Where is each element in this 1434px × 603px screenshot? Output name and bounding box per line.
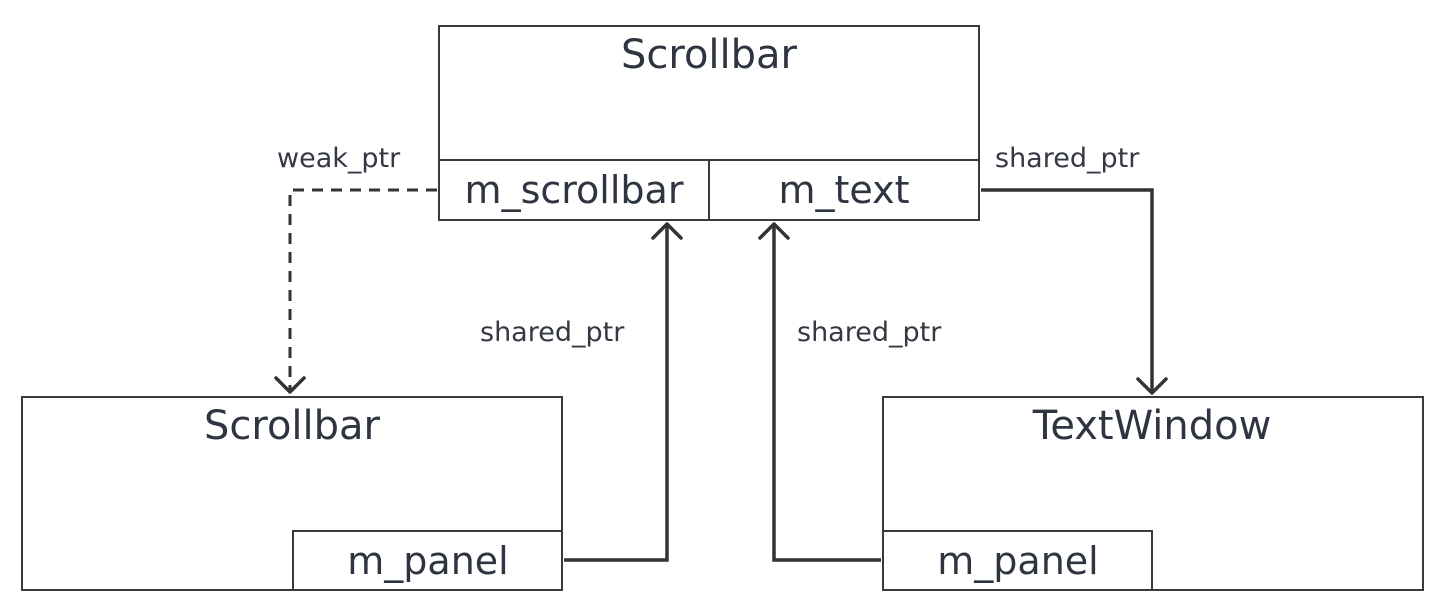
edge-shared-ptr-text-arrowhead: [1136, 377, 1168, 395]
left-class-field-m-panel-label: m_panel: [347, 539, 508, 583]
right-class-title: TextWindow: [1032, 403, 1272, 449]
edge-shared-ptr-left-panel-arrowhead: [651, 222, 683, 240]
edge-shared-ptr-right-panel-arrowhead: [758, 222, 790, 240]
edge-weak-ptr: weak_ptr: [274, 143, 437, 394]
edge-shared-ptr-left-panel: shared_ptr: [480, 222, 683, 562]
top-class-field-m-scrollbar-label: m_scrollbar: [465, 168, 684, 212]
right-class-box: TextWindow m_panel: [882, 396, 1424, 591]
edge-weak-ptr-arrowhead: [274, 376, 306, 394]
edge-shared-ptr-left-panel-label: shared_ptr: [480, 317, 625, 348]
right-class-field-m-panel-label: m_panel: [937, 539, 1098, 583]
top-class-field-m-text: [708, 159, 980, 221]
left-class-field-m-panel: [292, 530, 563, 591]
edge-weak-ptr-line: [288, 188, 437, 390]
edge-shared-ptr-right-panel: shared_ptr: [758, 222, 942, 562]
edge-shared-ptr-text: shared_ptr: [981, 143, 1168, 395]
top-class-field-m-text-label: m_text: [778, 168, 909, 212]
edge-shared-ptr-right-panel-label: shared_ptr: [797, 317, 942, 348]
left-class-box: Scrollbar m_panel: [21, 396, 563, 591]
right-class-field-m-panel: [882, 530, 1153, 591]
top-class-box: Scrollbar m_scrollbar m_text: [438, 25, 980, 221]
edge-shared-ptr-text-label: shared_ptr: [995, 143, 1140, 174]
edge-shared-ptr-text-line: [981, 188, 1154, 391]
edge-weak-ptr-label: weak_ptr: [277, 143, 401, 174]
edge-shared-ptr-left-panel-line: [564, 226, 669, 562]
top-class-field-m-scrollbar: [438, 159, 710, 221]
top-class-title: Scrollbar: [621, 32, 798, 78]
left-class-title: Scrollbar: [204, 403, 381, 449]
edge-shared-ptr-right-panel-line: [772, 226, 881, 562]
